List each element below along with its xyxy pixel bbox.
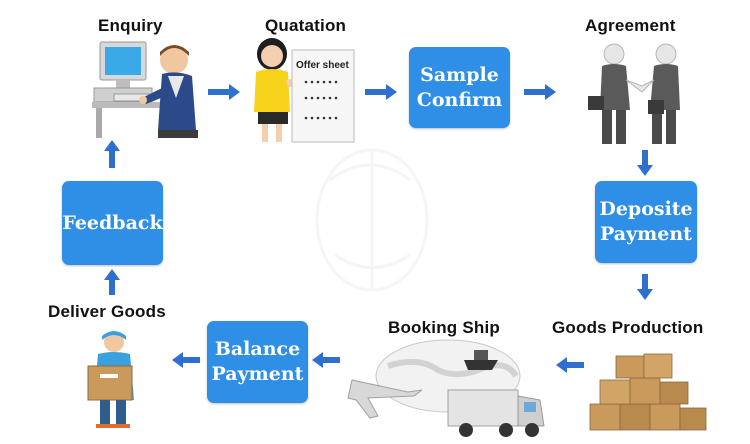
- arrow-agreement-to-deposite: [637, 150, 653, 176]
- arrow-balance-to-deliver: [172, 352, 200, 368]
- arrow-quatation-to-sample: [365, 84, 397, 100]
- deliver-goods-delivery-person-illustration: [87, 331, 134, 428]
- box-deposite-payment: Deposite Payment: [595, 181, 697, 263]
- box-feedback: Feedback: [62, 181, 163, 265]
- arrow-deposite-to-production: [637, 274, 653, 300]
- agreement-handshake-illustration: [588, 43, 680, 144]
- box-feedback-line1: Feedback: [62, 211, 163, 234]
- arrow-enquiry-to-quatation: [208, 84, 240, 100]
- arrow-production-to-booking: [556, 357, 584, 373]
- label-deliver-goods: Deliver Goods: [48, 302, 166, 321]
- label-goods-production: Goods Production: [552, 318, 704, 337]
- box-balance-payment-line1: Balance: [214, 338, 301, 360]
- box-sample-confirm: Sample Confirm: [409, 47, 510, 128]
- label-enquiry: Enquiry: [98, 16, 163, 35]
- box-balance-payment: Balance Payment: [207, 321, 308, 403]
- box-deposite-payment-line2: Payment: [600, 223, 692, 245]
- goods-production-boxes-illustration: [589, 353, 707, 431]
- box-sample-confirm-line1: Sample: [420, 63, 499, 86]
- arrow-booking-to-balance: [312, 352, 340, 368]
- enquiry-person-computer-illustration: [92, 41, 198, 138]
- quatation-woman-offer-sheet-illustration: Offer sheet: [254, 38, 355, 143]
- booking-ship-logistics-illustration: [347, 339, 545, 437]
- arrow-feedback-to-enquiry: [104, 140, 120, 168]
- label-quatation: Quatation: [265, 16, 347, 35]
- label-booking-ship: Booking Ship: [388, 318, 500, 337]
- box-sample-confirm-line2: Confirm: [416, 88, 503, 111]
- arrow-sample-to-agreement: [524, 84, 556, 100]
- label-agreement: Agreement: [585, 16, 676, 35]
- arrow-deliver-to-feedback: [104, 269, 120, 295]
- box-balance-payment-line2: Payment: [211, 363, 304, 385]
- box-deposite-payment-line1: Deposite: [599, 198, 693, 220]
- offer-sheet-text: Offer sheet: [296, 60, 349, 71]
